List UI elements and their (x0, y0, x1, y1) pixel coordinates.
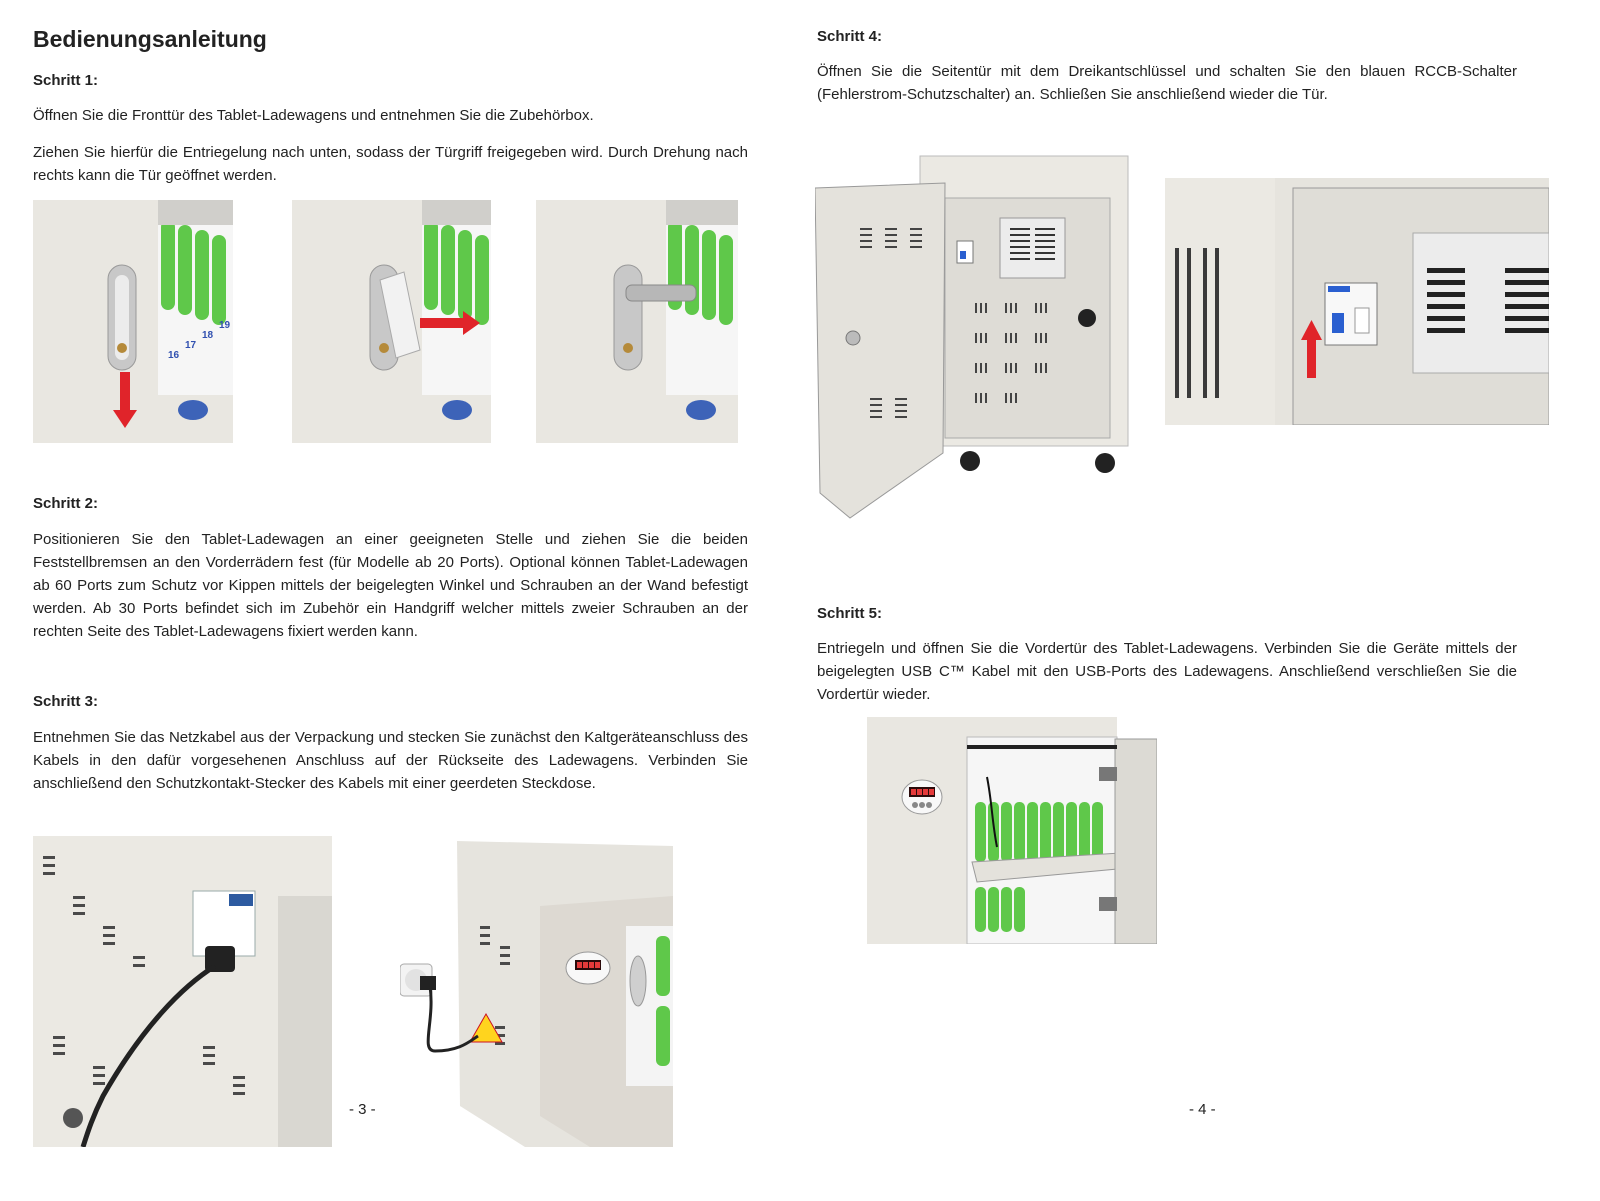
arrow-right-icon (420, 311, 480, 335)
slot-number: 19 (219, 320, 231, 331)
step1-heading: Schritt 1: (33, 72, 99, 89)
wall-socket-icon (400, 963, 479, 1053)
right-page: Schritt 4: Öffnen Sie die Seitentür mit … (800, 0, 1600, 1201)
step5-photo-front-door (867, 717, 1157, 944)
step1-paragraph-2: Ziehen Sie hierfür die Entriegelung nach… (33, 144, 748, 184)
slot-number: 17 (185, 340, 197, 351)
step2-heading: Schritt 2: (33, 495, 99, 512)
step4-heading: Schritt 4: (817, 28, 883, 45)
step3-heading: Schritt 3: (33, 693, 99, 710)
step4-paragraph: Öffnen Sie die Seitentür mit dem Dreikan… (817, 63, 1517, 103)
slot-number: 16 (168, 350, 180, 361)
step1-photo-unlock: 16 17 18 19 (33, 200, 233, 443)
step5-paragraph: Entriegeln und öffnen Sie die Vordertür … (817, 640, 1517, 703)
slot-number: 18 (202, 330, 214, 341)
left-page: Bedienungsanleitung Schritt 1: Öffnen Si… (33, 26, 748, 1147)
page-number: - 3 - (349, 1101, 376, 1118)
step1-photo-release (292, 200, 491, 443)
step2-paragraph: Positionieren Sie den Tablet-Ladewagen a… (33, 531, 748, 640)
page-number: - 4 - (1189, 1101, 1216, 1118)
step3-paragraph: Entnehmen Sie das Netzkabel aus der Verp… (33, 729, 748, 792)
step3-photo-cable-back (33, 836, 332, 1147)
step1-photo-open (536, 200, 738, 443)
power-plug-icon (80, 946, 235, 1147)
arrow-up-icon (1301, 320, 1322, 378)
step4-photo-rccb (1165, 178, 1549, 425)
step4-photo-side-door (815, 153, 1133, 520)
arrow-down-icon (113, 372, 137, 428)
step3-photo-wall-socket (400, 836, 673, 1147)
page-title: Bedienungsanleitung (33, 26, 267, 52)
step1-paragraph-1: Öffnen Sie die Fronttür des Tablet-Ladew… (33, 107, 594, 124)
step5-heading: Schritt 5: (817, 605, 883, 622)
